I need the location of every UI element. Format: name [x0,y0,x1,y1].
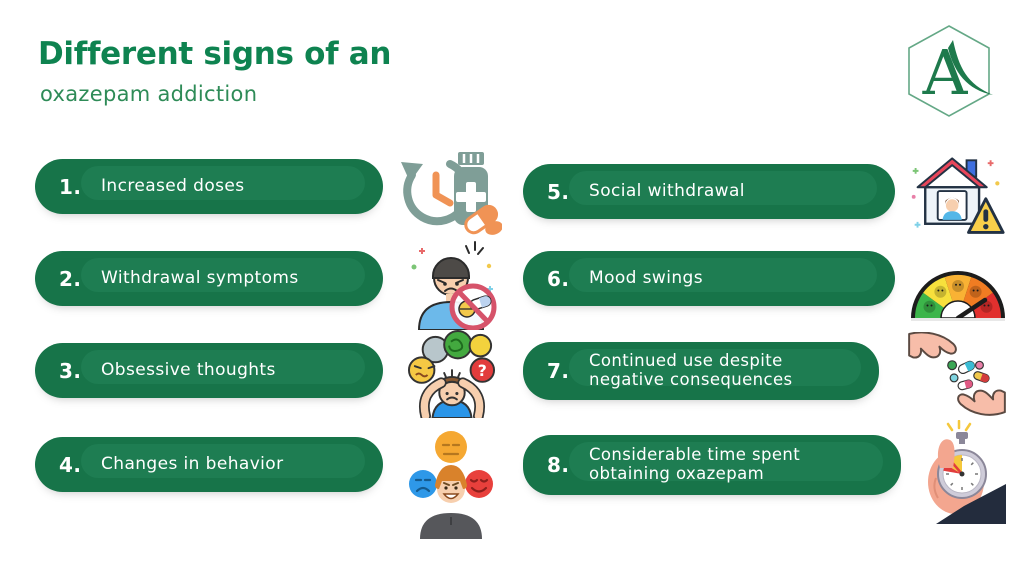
person-thought-bubbles-icon: ? [406,330,498,418]
sign-item-2: 2. Withdrawal symptoms [35,251,383,306]
item-label: Mood swings [589,267,703,288]
item-label: Increased doses [101,175,245,196]
brand-logo-icon: A [903,22,995,120]
item-label: Social withdrawal [589,180,745,201]
item-label: Continued use despite negative consequen… [589,351,793,389]
sign-item-7: 7. Continued use despite negative conseq… [523,342,879,400]
house-warning-icon [906,148,1006,238]
item-label: Considerable time spent obtaining oxazep… [589,445,801,483]
person-no-pills-icon [404,236,498,330]
item-number: 5. [547,179,570,204]
item-number: 3. [59,358,82,383]
sign-item-6: 6. Mood swings [523,251,895,306]
person-mood-faces-icon [408,427,494,539]
sign-item-5: 5. Social withdrawal [523,164,895,219]
item-number: 1. [59,174,82,199]
sign-item-8: 8. Considerable time spent obtaining oxa… [523,435,901,495]
page-title: Different signs of an [38,36,392,72]
clock-refill-medicine-icon [398,147,502,235]
hands-passing-pills-icon [906,332,1008,416]
mood-gauge-icon [902,248,1014,324]
item-number: 2. [59,266,82,291]
sign-item-3: 3. Obsessive thoughts [35,343,383,398]
item-label: Changes in behavior [101,453,284,474]
sign-item-1: 1. Increased doses [35,159,383,214]
svg-text:?: ? [478,361,487,380]
item-number: 6. [547,266,570,291]
sign-item-4: 4. Changes in behavior [35,437,383,492]
item-label: Obsessive thoughts [101,359,276,380]
item-number: 7. [547,359,570,383]
item-label: Withdrawal symptoms [101,267,299,288]
hand-stopwatch-icon [906,420,1006,524]
page-subtitle: oxazepam addiction [40,82,258,106]
item-number: 4. [59,452,82,477]
item-number: 8. [547,453,570,477]
